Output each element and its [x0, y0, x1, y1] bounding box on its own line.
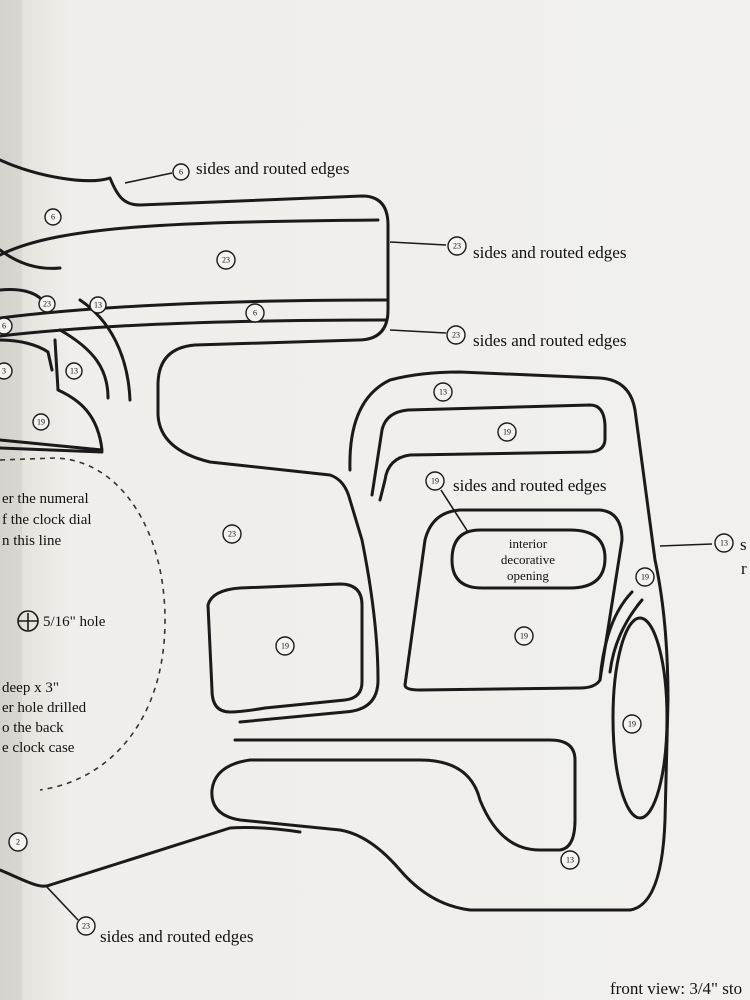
callout-label-fragment: r — [741, 559, 747, 578]
note-this-line: n this line — [2, 533, 62, 549]
page-fold-shadow — [0, 0, 22, 1000]
note-numeral: er the numeral — [2, 491, 89, 507]
leader-line-19 — [440, 489, 469, 533]
note-clock-dial: f the clock dial — [2, 512, 92, 528]
left-curved-strip-outer — [78, 298, 132, 402]
svg-text:3: 3 — [2, 367, 6, 376]
callout-bubble: 13 — [714, 533, 734, 553]
callout-label: sides and routed edges — [453, 476, 606, 495]
right-oval-piece — [611, 616, 669, 820]
part-number: 3 — [0, 362, 13, 380]
leader-line-23a — [389, 241, 447, 246]
note-hole-size: 5/16" hole — [43, 614, 106, 630]
svg-text:13: 13 — [566, 856, 574, 865]
interior-label-line-2: decorative — [501, 552, 555, 567]
part-number: 13 — [65, 362, 83, 380]
callout-bubble: 23 — [446, 325, 466, 345]
svg-text:13: 13 — [439, 388, 447, 397]
clock-dial-dashed-circle — [0, 457, 166, 791]
left-block-outline — [0, 288, 104, 454]
svg-text:13: 13 — [70, 367, 78, 376]
part-number: 13 — [433, 382, 453, 402]
part-number: 23 — [38, 295, 56, 313]
hole-circle-icon — [17, 610, 39, 632]
right-side-sliver — [598, 590, 644, 682]
part-number: 6 — [245, 303, 265, 323]
callout-label-cut-off: s — [740, 535, 747, 554]
note-the-back: o the back — [2, 720, 64, 736]
right-inner-panel — [403, 508, 624, 692]
svg-text:6: 6 — [253, 309, 257, 318]
note-hole-drilled: er hole drilled — [2, 700, 87, 716]
part-number: 19 — [622, 714, 642, 734]
svg-text:19: 19 — [641, 573, 649, 582]
part-number: 23 — [216, 250, 236, 270]
right-frame-outer — [210, 370, 670, 912]
svg-text:13: 13 — [720, 539, 728, 548]
top-arm-rail-upper — [0, 298, 388, 320]
svg-text:13: 13 — [94, 301, 102, 310]
svg-text:6: 6 — [2, 322, 6, 331]
leader-line-23c — [44, 884, 79, 921]
left-scroll-upper — [0, 248, 62, 270]
callout-label: sides and routed edges — [473, 243, 626, 262]
svg-text:23: 23 — [453, 242, 461, 251]
callout-label: sides and routed edges — [473, 331, 626, 350]
svg-text:23: 23 — [82, 922, 90, 931]
part-number: 19 — [275, 636, 295, 656]
note-clock-case: e clock case — [2, 740, 75, 756]
footer-caption: front view: 3/4" sto — [610, 979, 742, 998]
part-number: 19 — [514, 626, 534, 646]
svg-text:19: 19 — [281, 642, 289, 651]
part-number: 13 — [560, 850, 580, 870]
svg-text:23: 23 — [228, 530, 236, 539]
svg-text:6: 6 — [51, 213, 55, 222]
callout-label: sides and routed edges — [196, 159, 349, 178]
callout-bubble: 23 — [447, 236, 467, 256]
part-number: 19 — [635, 567, 655, 587]
top-arm-inner-edge — [0, 218, 380, 257]
leader-line-6 — [124, 172, 173, 184]
callout-bubble: 23 — [76, 916, 96, 936]
note-deep: deep x 3" — [2, 680, 59, 696]
callout-bubble: 19 — [425, 471, 445, 491]
svg-text:19: 19 — [37, 418, 45, 427]
svg-text:19: 19 — [431, 477, 439, 486]
svg-text:23: 23 — [222, 256, 230, 265]
callout-bubble: 6 — [172, 163, 190, 181]
part-number: 2 — [8, 832, 28, 852]
right-inner-top-bar — [370, 403, 607, 502]
part-number: 23 — [222, 524, 242, 544]
svg-text:6: 6 — [179, 168, 183, 177]
leader-line-23b — [389, 329, 447, 334]
svg-text:23: 23 — [43, 300, 51, 309]
part-number: 6 — [44, 208, 62, 226]
leader-line-13 — [659, 543, 713, 547]
left-curved-strip-inner — [58, 328, 110, 400]
part-number: 19 — [497, 422, 517, 442]
svg-text:19: 19 — [520, 632, 528, 641]
svg-text:19: 19 — [628, 720, 636, 729]
part-number: 19 — [32, 413, 50, 431]
svg-text:19: 19 — [503, 428, 511, 437]
interior-opening-outline — [450, 528, 607, 590]
interior-label-line-1: interior — [509, 536, 548, 551]
bottom-left-outline — [0, 826, 302, 888]
interior-label-line-3: opening — [507, 568, 549, 583]
part-number: 6 — [0, 317, 13, 335]
part-number: 13 — [89, 296, 107, 314]
callout-label: sides and routed edges — [100, 927, 253, 946]
top-arm-rail-lower — [0, 318, 388, 338]
svg-text:2: 2 — [16, 838, 20, 847]
top-arm-outline — [0, 158, 390, 724]
svg-text:23: 23 — [452, 331, 460, 340]
lower-left-block — [206, 582, 364, 714]
